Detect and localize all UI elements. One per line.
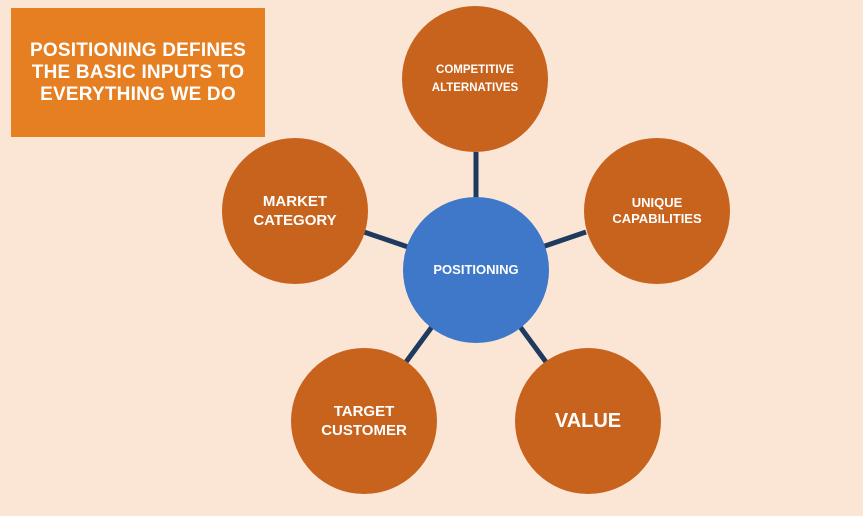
node-label: UNIQUE CAPABILITIES — [612, 195, 702, 226]
node-label: TARGET CUSTOMER — [321, 403, 407, 439]
title-box: POSITIONING DEFINES THE BASIC INPUTS TO … — [11, 8, 265, 137]
node-value: VALUE — [515, 348, 661, 494]
center-label: POSITIONING — [433, 262, 519, 277]
connector-market — [363, 229, 409, 250]
connector-value — [515, 322, 549, 364]
node-label: COMPETITIVE ALTERNATIVES — [431, 64, 519, 94]
node-unique-capabilities: UNIQUE CAPABILITIES — [584, 138, 730, 284]
node-positioning: POSITIONING — [403, 197, 549, 343]
node-competitive-alternatives: COMPETITIVE ALTERNATIVES — [402, 6, 548, 152]
connector-unique — [541, 229, 587, 250]
node-target-customer: TARGET CUSTOMER — [291, 348, 437, 494]
node-label: VALUE — [554, 410, 622, 432]
node-market-category: MARKET CATEGORY — [222, 138, 368, 284]
node-label: MARKET CATEGORY — [253, 193, 337, 229]
connector-target — [403, 322, 437, 364]
page-title: POSITIONING DEFINES THE BASIC INPUTS TO … — [30, 39, 246, 105]
